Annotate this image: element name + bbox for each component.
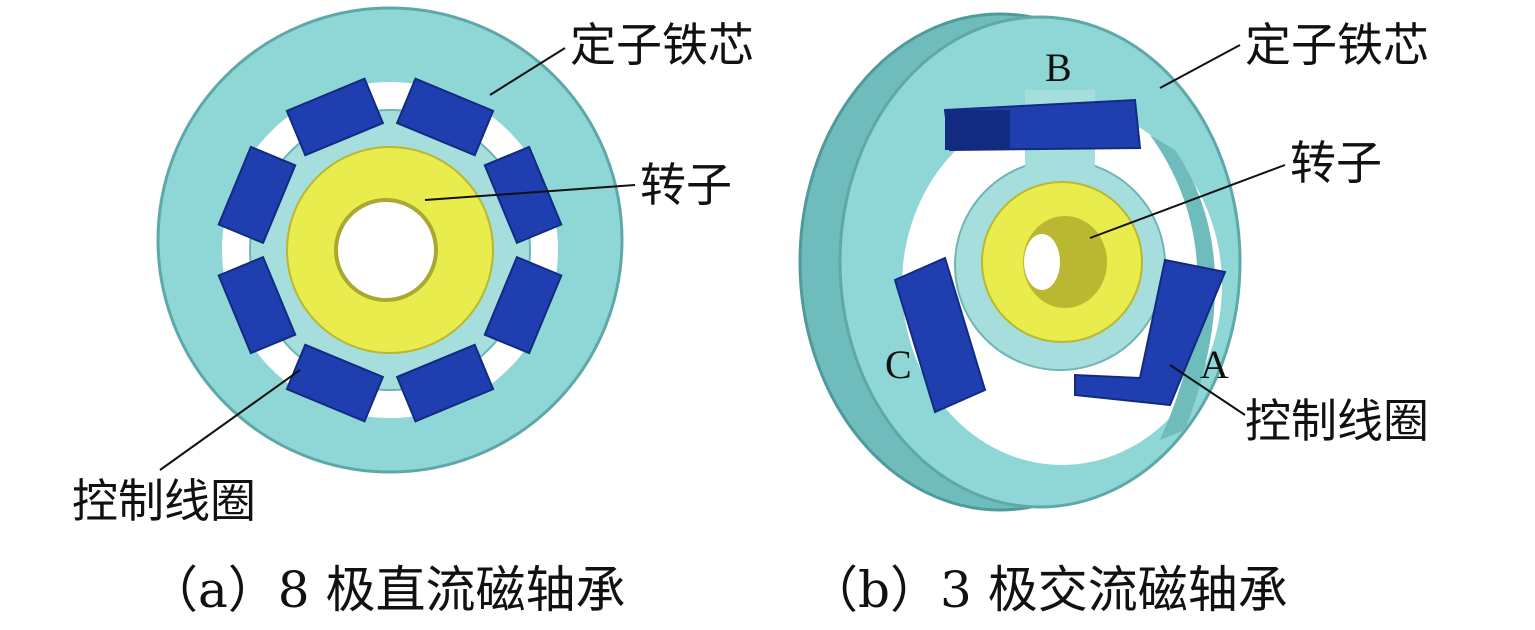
bearing-3-pole xyxy=(798,12,1286,512)
coil-a-5 xyxy=(285,343,385,423)
coil-a xyxy=(1074,258,1227,407)
label-rotor-b: 转子 xyxy=(1290,136,1382,190)
label-stator-core-b: 定子铁芯 xyxy=(1245,18,1429,72)
coil-b-side xyxy=(945,110,1010,150)
leader-rotor-a xyxy=(424,184,636,201)
control-coils-a xyxy=(217,77,563,423)
leader-coil-b xyxy=(1169,364,1246,416)
stator-bore-shadow-b xyxy=(1150,135,1216,440)
leader-stator-a xyxy=(489,47,566,96)
bearing-8-pole xyxy=(156,6,636,474)
label-rotor-a: 转子 xyxy=(640,158,732,212)
coil-a-3 xyxy=(483,255,563,355)
coil-a-4 xyxy=(395,343,495,423)
pole-label-a: A xyxy=(1200,342,1229,387)
label-stator-core-a: 定子铁芯 xyxy=(570,18,754,72)
leader-stator-b xyxy=(1159,44,1241,89)
coil-a-8 xyxy=(285,77,385,157)
pole-label-b: B xyxy=(1045,45,1072,90)
label-control-coil-b: 控制线圈 xyxy=(1245,394,1429,448)
pole-label-c: C xyxy=(885,342,912,387)
rotor-hole-a xyxy=(334,198,438,302)
caption-a: （a）8 极直流磁轴承 xyxy=(148,561,626,619)
coil-a-6 xyxy=(217,255,297,355)
rotor-hole-open-b xyxy=(1024,234,1060,290)
coil-c xyxy=(893,256,987,414)
label-control-coil-a: 控制线圈 xyxy=(72,474,256,528)
coil-a-1 xyxy=(395,77,495,157)
leader-rotor-b xyxy=(1089,164,1286,239)
leader-coil-a xyxy=(159,369,301,471)
coil-a-7 xyxy=(217,145,297,245)
caption-b: （b）3 极交流磁轴承 xyxy=(808,561,1288,619)
coil-a-2 xyxy=(483,145,563,245)
